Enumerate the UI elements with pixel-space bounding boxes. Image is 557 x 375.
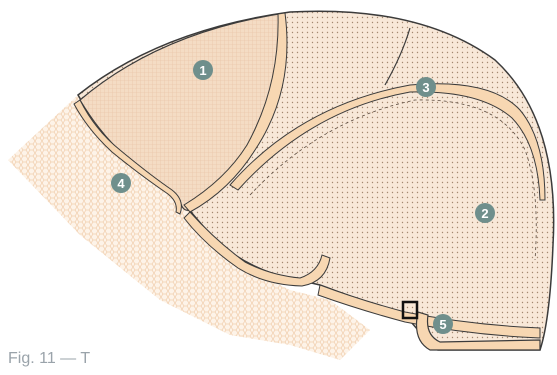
badge-4: 4 <box>111 173 131 193</box>
badge-3: 3 <box>416 77 436 97</box>
badge-2: 2 <box>475 203 495 223</box>
badge-3-number: 3 <box>422 80 429 95</box>
badge-5: 5 <box>433 314 453 334</box>
badge-1: 1 <box>193 60 213 80</box>
badge-5-number: 5 <box>439 317 446 332</box>
figure-caption: Fig. 11 — T <box>8 350 90 368</box>
badge-1-number: 1 <box>199 63 206 78</box>
badge-2-number: 2 <box>481 206 488 221</box>
badge-4-number: 4 <box>117 176 125 191</box>
